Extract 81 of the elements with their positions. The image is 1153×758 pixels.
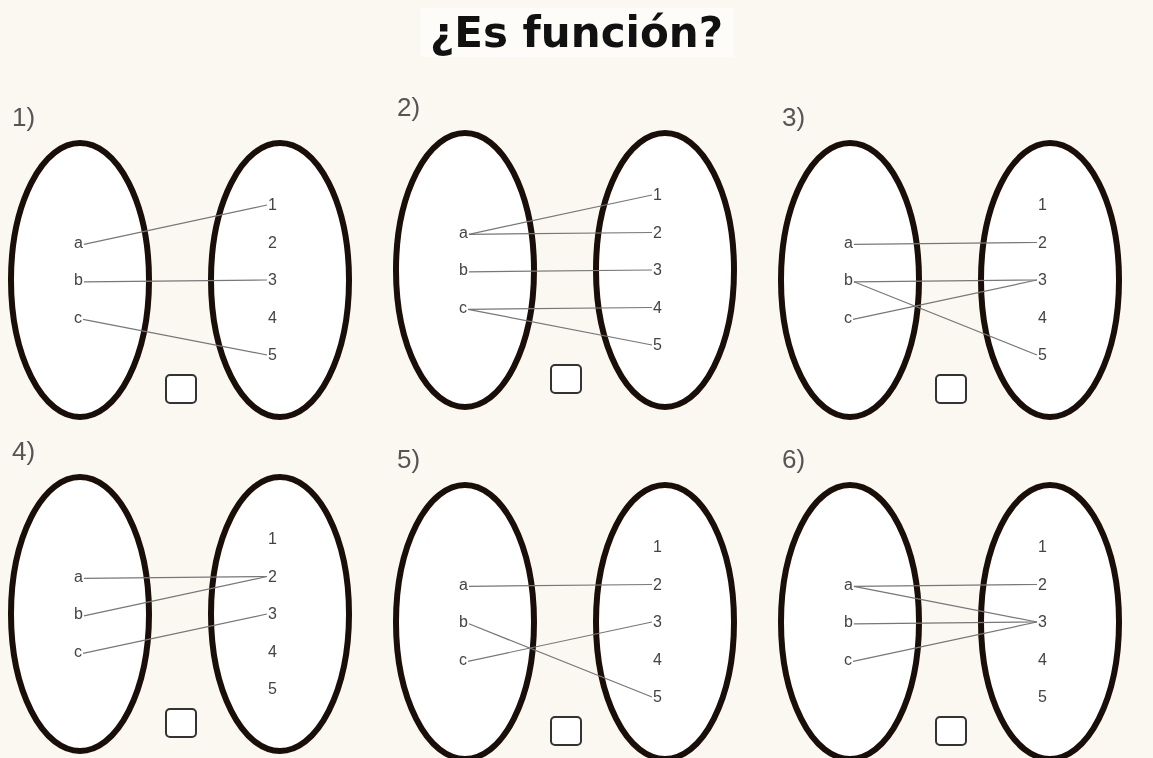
letter-label: a [459, 223, 468, 242]
number-label: 4 [653, 650, 662, 669]
letter-label: a [844, 575, 853, 594]
number-label: 3 [653, 261, 662, 279]
mapping-line [83, 575, 268, 617]
letter-label: c [844, 308, 852, 327]
mapping-line [853, 281, 1038, 356]
mapping-line [852, 621, 1038, 662]
mapping-line [467, 308, 653, 346]
exercise-number: 5) [397, 444, 421, 475]
letter-label: b [459, 261, 468, 279]
mapping-line [468, 269, 653, 273]
mapping-line [468, 623, 653, 698]
number-label: 4 [268, 642, 277, 661]
mapping-line [83, 279, 268, 283]
mapping-line [468, 194, 653, 235]
mapping-line [468, 583, 653, 587]
letter-label: a [74, 567, 83, 586]
mapping-line [853, 241, 1038, 245]
set-oval [978, 140, 1122, 420]
number-label: 4 [1038, 650, 1047, 669]
number-label: 5 [1038, 346, 1047, 364]
number-label: 1 [653, 186, 662, 204]
number-label: 3 [1038, 271, 1047, 289]
number-label: 4 [653, 298, 662, 317]
number-label: 3 [268, 605, 277, 623]
number-label: 5 [1038, 688, 1047, 706]
letter-label: b [74, 605, 83, 623]
mapping-line [853, 279, 1038, 283]
set-oval [208, 140, 352, 420]
number-label: 3 [653, 613, 662, 631]
exercise-number: 3) [782, 102, 806, 133]
number-label: 1 [1038, 196, 1047, 214]
set-oval [208, 474, 352, 754]
exercise-number: 2) [397, 92, 421, 123]
mapping-line [467, 621, 653, 662]
number-label: 2 [1038, 233, 1047, 252]
exercise-number: 1) [12, 102, 36, 133]
exercise-number: 6) [782, 444, 806, 475]
mapping-line [82, 318, 268, 356]
exercise-number: 4) [12, 436, 36, 467]
number-label: 2 [653, 575, 662, 594]
number-label: 5 [268, 680, 277, 698]
number-label: 1 [268, 530, 277, 548]
number-label: 1 [268, 196, 277, 214]
mapping-line [853, 621, 1038, 625]
number-label: 3 [1038, 613, 1047, 631]
number-label: 4 [1038, 308, 1047, 327]
set-oval [8, 140, 152, 420]
letter-label: a [459, 575, 468, 594]
number-label: 5 [653, 336, 662, 354]
letter-label: c [459, 298, 467, 317]
mapping-line [82, 613, 268, 654]
letter-label: a [844, 233, 853, 252]
set-oval [778, 140, 922, 420]
letter-label: b [844, 271, 853, 289]
title: ¿Es función? [419, 8, 734, 57]
number-label: 1 [1038, 538, 1047, 556]
letter-label: c [74, 642, 82, 661]
set-oval [593, 130, 737, 410]
set-oval [393, 130, 537, 410]
mapping-line [83, 204, 268, 245]
letter-label: b [844, 613, 853, 631]
letter-label: b [459, 613, 468, 631]
number-label: 5 [268, 346, 277, 364]
letter-label: c [74, 308, 82, 327]
number-label: 3 [268, 271, 277, 289]
number-label: 1 [653, 538, 662, 556]
number-label: 4 [268, 308, 277, 327]
mapping-line [852, 279, 1038, 320]
number-label: 2 [1038, 575, 1047, 594]
letter-label: c [844, 650, 852, 669]
mapping-line [468, 231, 653, 235]
letter-label: b [74, 271, 83, 289]
number-label: 2 [268, 233, 277, 252]
number-label: 2 [268, 567, 277, 586]
number-label: 5 [653, 688, 662, 706]
set-oval [8, 474, 152, 754]
letter-label: a [74, 233, 83, 252]
letter-label: c [459, 650, 467, 669]
number-label: 2 [653, 223, 662, 242]
